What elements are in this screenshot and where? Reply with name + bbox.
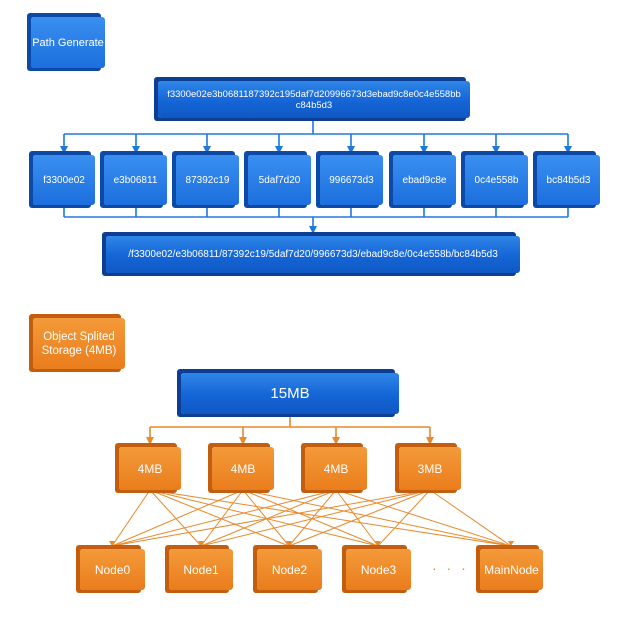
chunk-node-link: [149, 489, 202, 547]
full-hash-box: f3300e02e3b0681187392c195daf7d20996673d3…: [158, 81, 470, 118]
chunk-node-link: [111, 489, 337, 547]
chunk-node-link: [335, 489, 379, 547]
storage-node: Node2: [257, 549, 322, 590]
more-nodes-ellipsis: · · ·: [432, 560, 469, 576]
chunk-box: 4MB: [119, 447, 181, 490]
hash-to-segments-connector: [60, 118, 572, 154]
chunk-node-link: [111, 489, 151, 547]
hash-segment: 996673d3: [320, 155, 383, 205]
object-size-box: 15MB: [181, 373, 399, 414]
segments-to-path-connector: [63, 205, 569, 234]
chunks-to-nodes-mesh: [109, 489, 514, 547]
hash-segment: bc84b5d3: [537, 155, 600, 205]
chunk-node-link: [111, 489, 244, 547]
node-arrowhead: [109, 541, 115, 546]
hash-segment: e3b06811: [104, 155, 167, 205]
hash-segment: 5daf7d20: [248, 155, 311, 205]
chunk-node-link: [149, 489, 512, 547]
node-arrowhead: [286, 541, 292, 546]
chunk-box: 4MB: [305, 447, 367, 490]
storage-node: Node3: [346, 549, 411, 590]
object-storage-title: Object Splited Storage (4MB): [33, 318, 125, 369]
path-generate-title: Path Generate: [31, 17, 105, 68]
node-arrowhead: [508, 541, 514, 546]
chunk-node-link: [242, 489, 379, 547]
main-storage-node: MainNode: [480, 549, 543, 590]
chunk-node-link: [335, 489, 512, 547]
chunk-node-link: [377, 489, 431, 547]
chunk-node-link: [288, 489, 337, 547]
chunk-node-link: [149, 489, 290, 547]
object-to-chunks-connector: [146, 414, 434, 445]
chunk-node-link: [242, 489, 290, 547]
storage-node: Node1: [169, 549, 233, 590]
chunk-node-link: [429, 489, 512, 547]
chunk-box: 3MB: [399, 447, 461, 490]
chunk-node-link: [200, 489, 431, 547]
hash-segment: 0c4e558b: [465, 155, 528, 205]
hash-segment: 87392c19: [176, 155, 239, 205]
chunk-node-link: [288, 489, 431, 547]
hash-segment: f3300e02: [33, 155, 95, 205]
chunk-node-link: [111, 489, 431, 547]
storage-node: Node0: [80, 549, 145, 590]
node-arrowhead: [198, 541, 204, 546]
chunk-node-link: [242, 489, 512, 547]
generated-path-box: /f3300e02/e3b06811/87392c19/5daf7d20/996…: [106, 236, 520, 273]
chunk-node-link: [149, 489, 379, 547]
node-arrowhead: [375, 541, 381, 546]
hash-segment: ebad9c8e: [393, 155, 456, 205]
chunk-box: 4MB: [212, 447, 274, 490]
